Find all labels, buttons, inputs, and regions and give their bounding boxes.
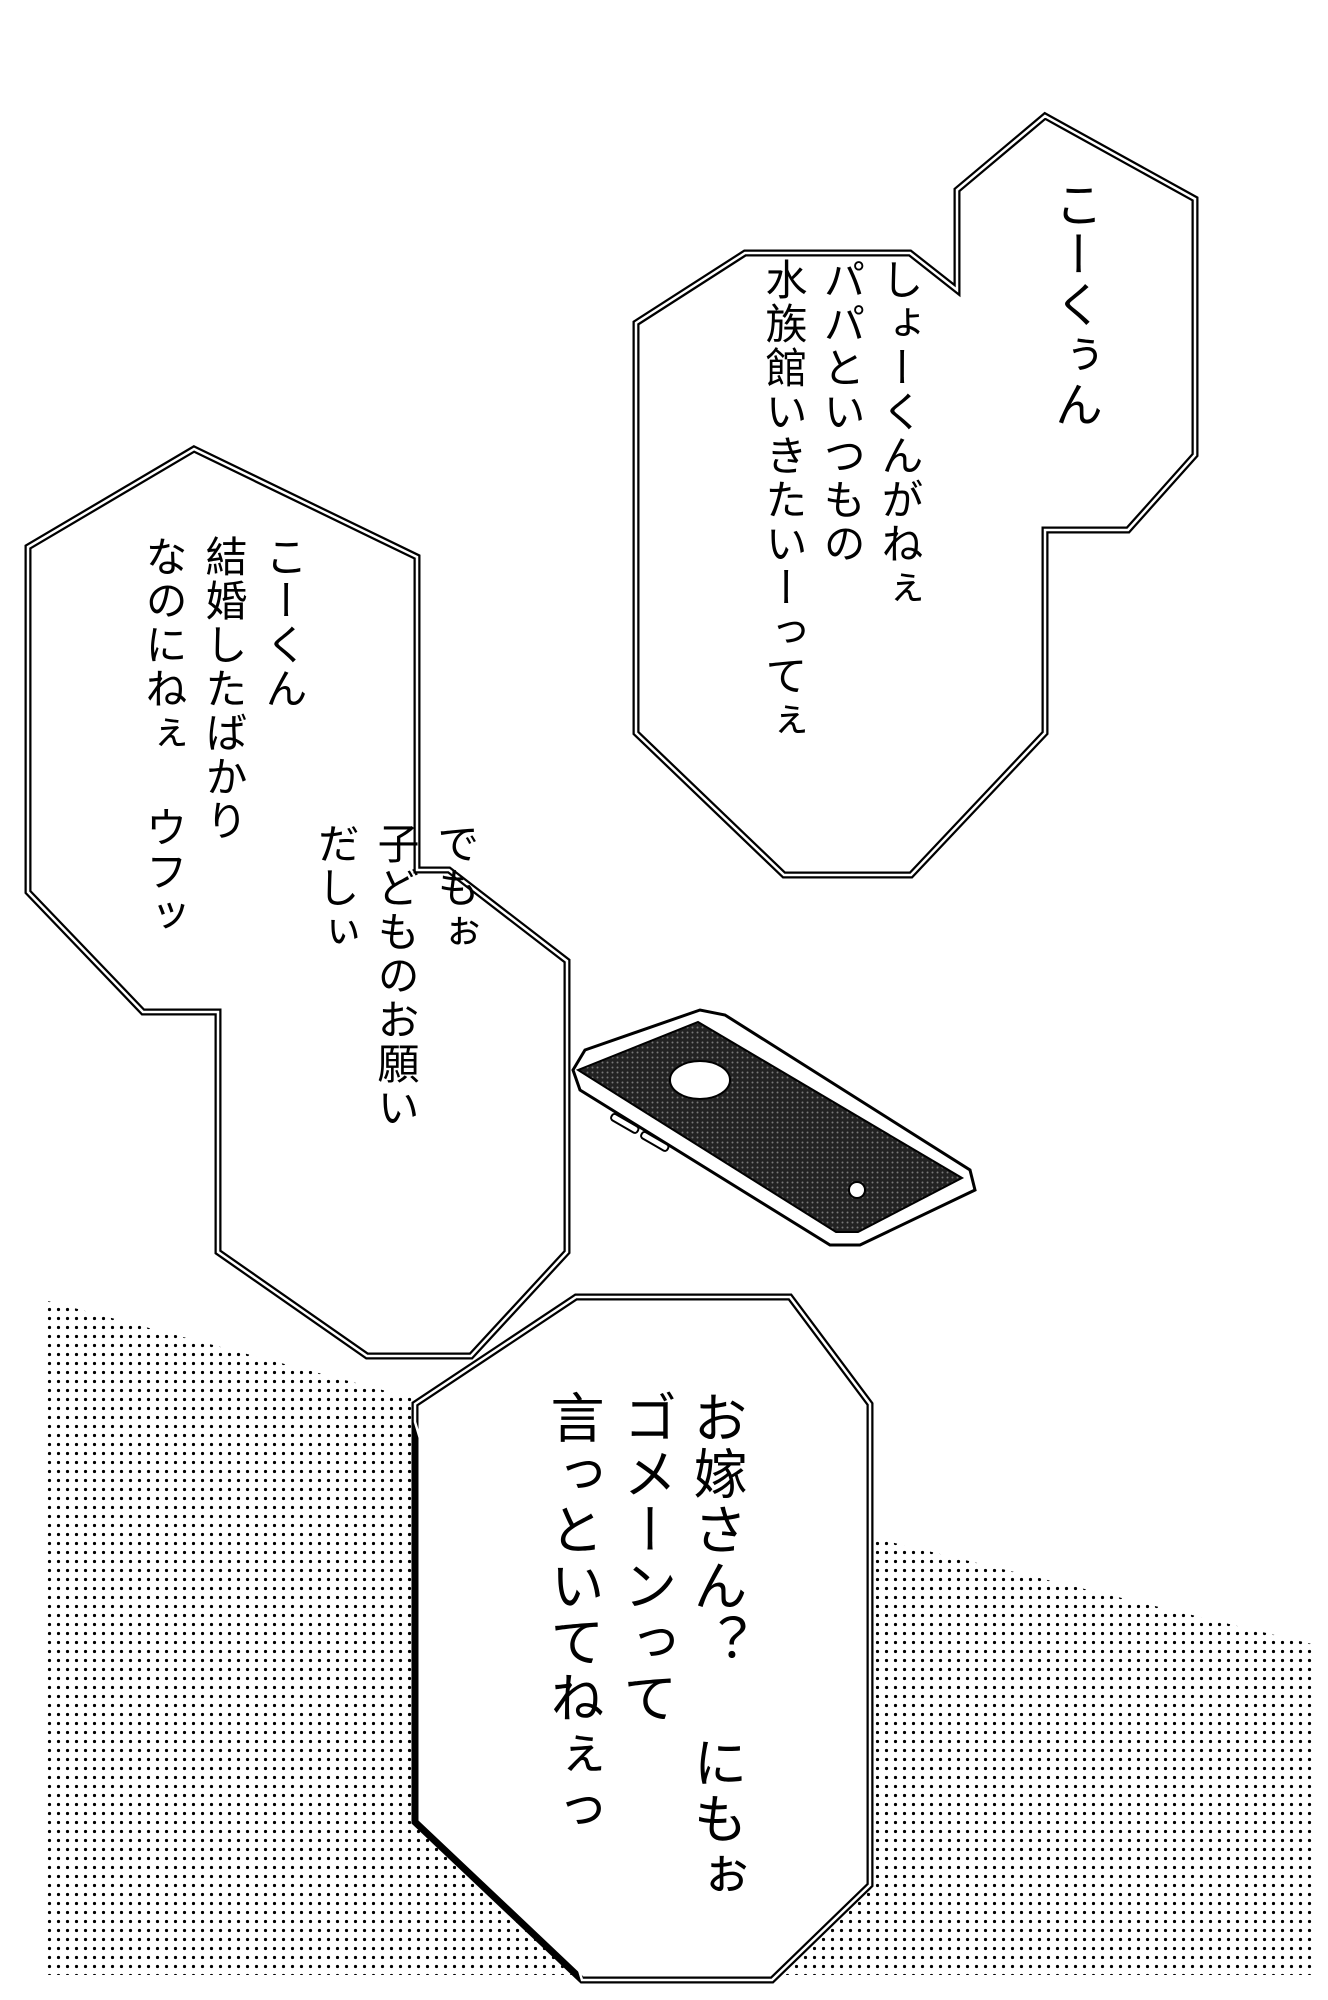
bubble-2-line-5: 子どものお願い xyxy=(371,822,420,1130)
bubble-3-line-2: ゴメーンって xyxy=(614,1390,677,1726)
bubble-1-line-4: 水族館いきたいーってぇ xyxy=(759,258,808,742)
bubble-1-line-3: パパといつもの xyxy=(817,258,866,566)
bubble-2-line-3: なのにねぇ ウフッ xyxy=(139,535,188,938)
bubble-2-line-1: こーくん xyxy=(259,535,308,711)
bubble-2-line-6: だしぃ xyxy=(311,822,360,954)
bubble-2-line-4: でもぉ xyxy=(431,822,480,954)
bubble-2-line-2: 結婚したばかり xyxy=(199,535,248,843)
bubble-1-line-2: しょーくんがねぇ xyxy=(875,258,924,610)
bubble-3-line-3: 言っといてねぇっ xyxy=(541,1390,604,1838)
bubble-3-line-1: お嫁さん？ にもぉ xyxy=(684,1390,747,1903)
bubble-1-line-1: こーくぅん xyxy=(1046,180,1102,430)
smartphone-illustration xyxy=(571,1008,977,1247)
